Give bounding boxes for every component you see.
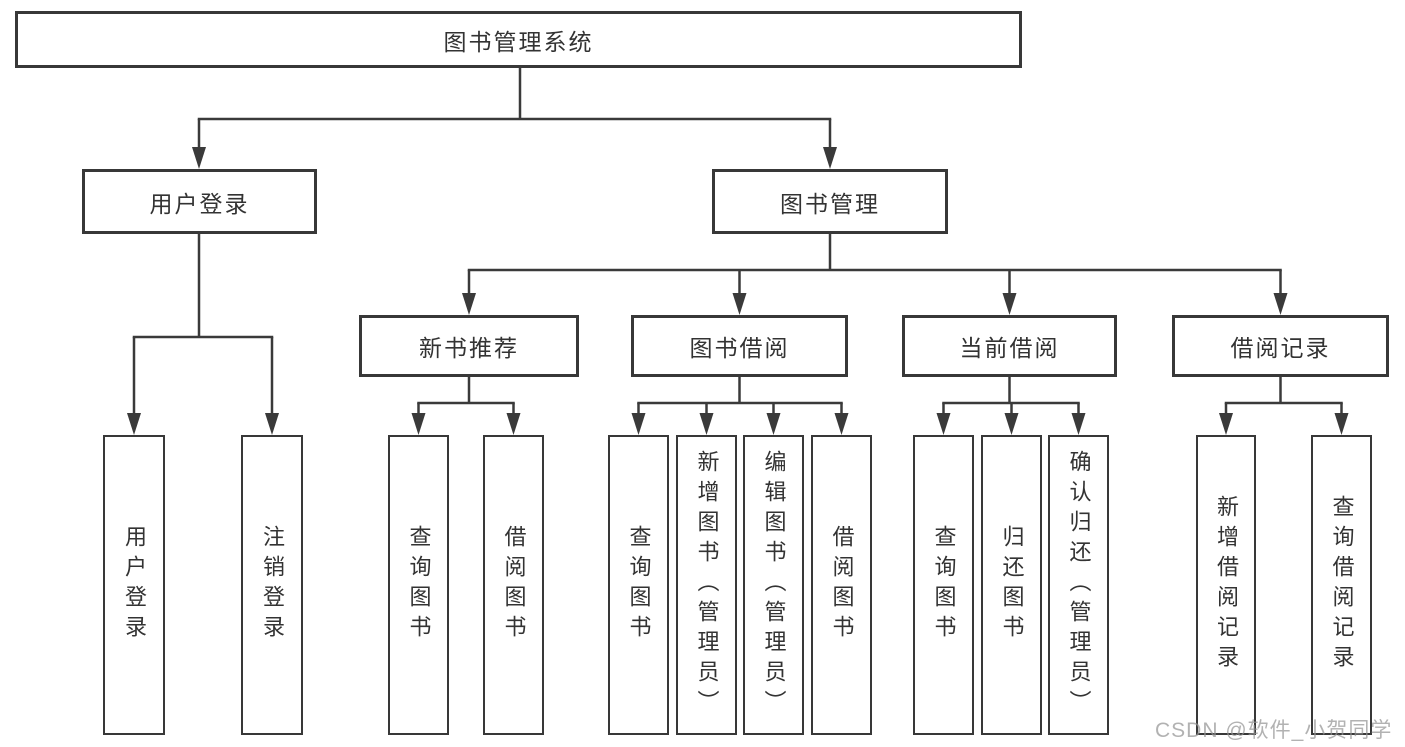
- leaf-add-book-admin: 新增图书（管理员）: [676, 435, 737, 735]
- leaf-query-books-label: 查询图书: [931, 525, 957, 645]
- leaf-user-login: 用户登录: [103, 435, 165, 735]
- leaf-query-books-label: 查询图书: [406, 525, 432, 645]
- leaf-return-book-label: 归还图书: [999, 525, 1025, 645]
- node-borrow-records: 借阅记录: [1172, 315, 1389, 377]
- leaf-logout: 注销登录: [241, 435, 303, 735]
- leaf-add-book-admin-label: 新增图书（管理员）: [694, 450, 720, 720]
- node-root: 图书管理系统: [15, 11, 1022, 68]
- leaf-query-borrow-record: 查询借阅记录: [1311, 435, 1372, 735]
- leaf-add-borrow-record: 新增借阅记录: [1196, 435, 1256, 735]
- node-current-borrow-label: 当前借阅: [959, 335, 1060, 361]
- leaf-query-books-label: 查询图书: [626, 525, 652, 645]
- leaf-user-login-label: 用户登录: [122, 525, 147, 645]
- leaf-borrow-books-label: 借阅图书: [829, 525, 855, 645]
- leaf-return-book: 归还图书: [981, 435, 1042, 735]
- leaf-edit-book-admin-label: 编辑图书（管理员）: [761, 450, 787, 720]
- leaf-confirm-return-admin-label: 确认归还（管理员）: [1066, 450, 1092, 720]
- node-book-management: 图书管理: [712, 169, 948, 234]
- node-new-book-recommend-label: 新书推荐: [419, 335, 519, 361]
- node-user-login-label: 用户登录: [149, 190, 250, 217]
- leaf-borrow-books: 借阅图书: [483, 435, 544, 735]
- csdn-watermark: CSDN @软件_小贺同学: [1155, 719, 1393, 742]
- node-current-borrow: 当前借阅: [902, 315, 1117, 377]
- node-book-borrow-label: 图书借阅: [689, 335, 790, 361]
- leaf-borrow-books: 借阅图书: [811, 435, 872, 735]
- leaf-query-books: 查询图书: [388, 435, 449, 735]
- node-root-label: 图书管理系统: [443, 28, 594, 55]
- leaf-borrow-books-label: 借阅图书: [501, 525, 527, 645]
- node-book-management-label: 图书管理: [780, 190, 880, 217]
- node-new-book-recommend: 新书推荐: [359, 315, 579, 377]
- leaf-query-books: 查询图书: [913, 435, 974, 735]
- leaf-confirm-return-admin: 确认归还（管理员）: [1048, 435, 1109, 735]
- leaf-logout-label: 注销登录: [260, 525, 285, 645]
- node-user-login: 用户登录: [82, 169, 317, 234]
- leaf-add-borrow-record-label: 新增借阅记录: [1214, 495, 1239, 675]
- node-borrow-records-label: 借阅记录: [1230, 335, 1331, 361]
- node-book-borrow: 图书借阅: [631, 315, 848, 377]
- leaf-query-borrow-record-label: 查询借阅记录: [1329, 495, 1355, 675]
- leaf-query-books: 查询图书: [608, 435, 669, 735]
- leaf-edit-book-admin: 编辑图书（管理员）: [743, 435, 804, 735]
